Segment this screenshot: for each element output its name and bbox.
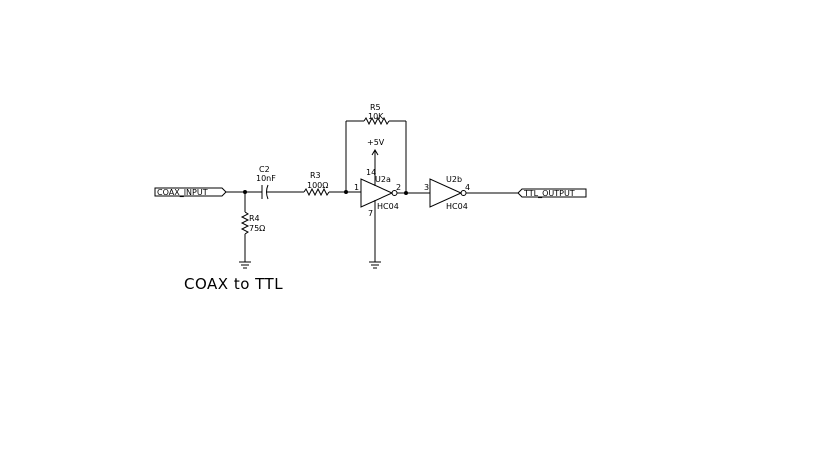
u2b-pin-in: 3 — [424, 183, 429, 192]
r4-ref: R4 — [249, 214, 260, 223]
feedback-path — [345, 116, 407, 192]
inverter-u2b — [429, 178, 518, 208]
vcc-label: +5V — [367, 138, 385, 147]
u2a-pin-gnd: 7 — [368, 209, 373, 218]
junction-feedback-out — [404, 191, 408, 195]
r5-ref: R5 — [370, 103, 381, 112]
u2a-pin-in: 1 — [354, 183, 359, 192]
capacitor-c2 — [261, 184, 304, 200]
r3-ref: R3 — [310, 171, 321, 180]
ttl-output-port: TTL_OUTPUT — [517, 188, 587, 198]
ttl-output-label: TTL_OUTPUT — [523, 189, 575, 198]
u2a-part: HC04 — [377, 202, 399, 211]
ground-symbol-r4 — [239, 261, 251, 269]
r5-value: 10K — [368, 112, 384, 121]
inverter-u2a — [359, 178, 430, 208]
u2a-pin-vcc: 14 — [366, 168, 376, 177]
u2a-ref: U2a — [375, 175, 391, 184]
c2-ref: C2 — [259, 165, 270, 174]
coax-input-port: COAX_INPUT — [154, 187, 227, 197]
c2-value: 10nF — [256, 174, 276, 183]
schematic-title: COAX to TTL — [184, 275, 283, 293]
ground-u2a — [369, 200, 381, 269]
u2a-pin-out: 2 — [396, 183, 401, 192]
coax-input-label: COAX_INPUT — [157, 188, 208, 197]
u2b-pin-out: 4 — [465, 183, 470, 192]
vcc-supply — [371, 149, 379, 186]
resistor-r4 — [240, 192, 250, 262]
u2b-ref: U2b — [446, 175, 462, 184]
u2b-part: HC04 — [446, 202, 468, 211]
r4-value: 75Ω — [249, 224, 265, 233]
r3-value: 100Ω — [307, 181, 328, 190]
